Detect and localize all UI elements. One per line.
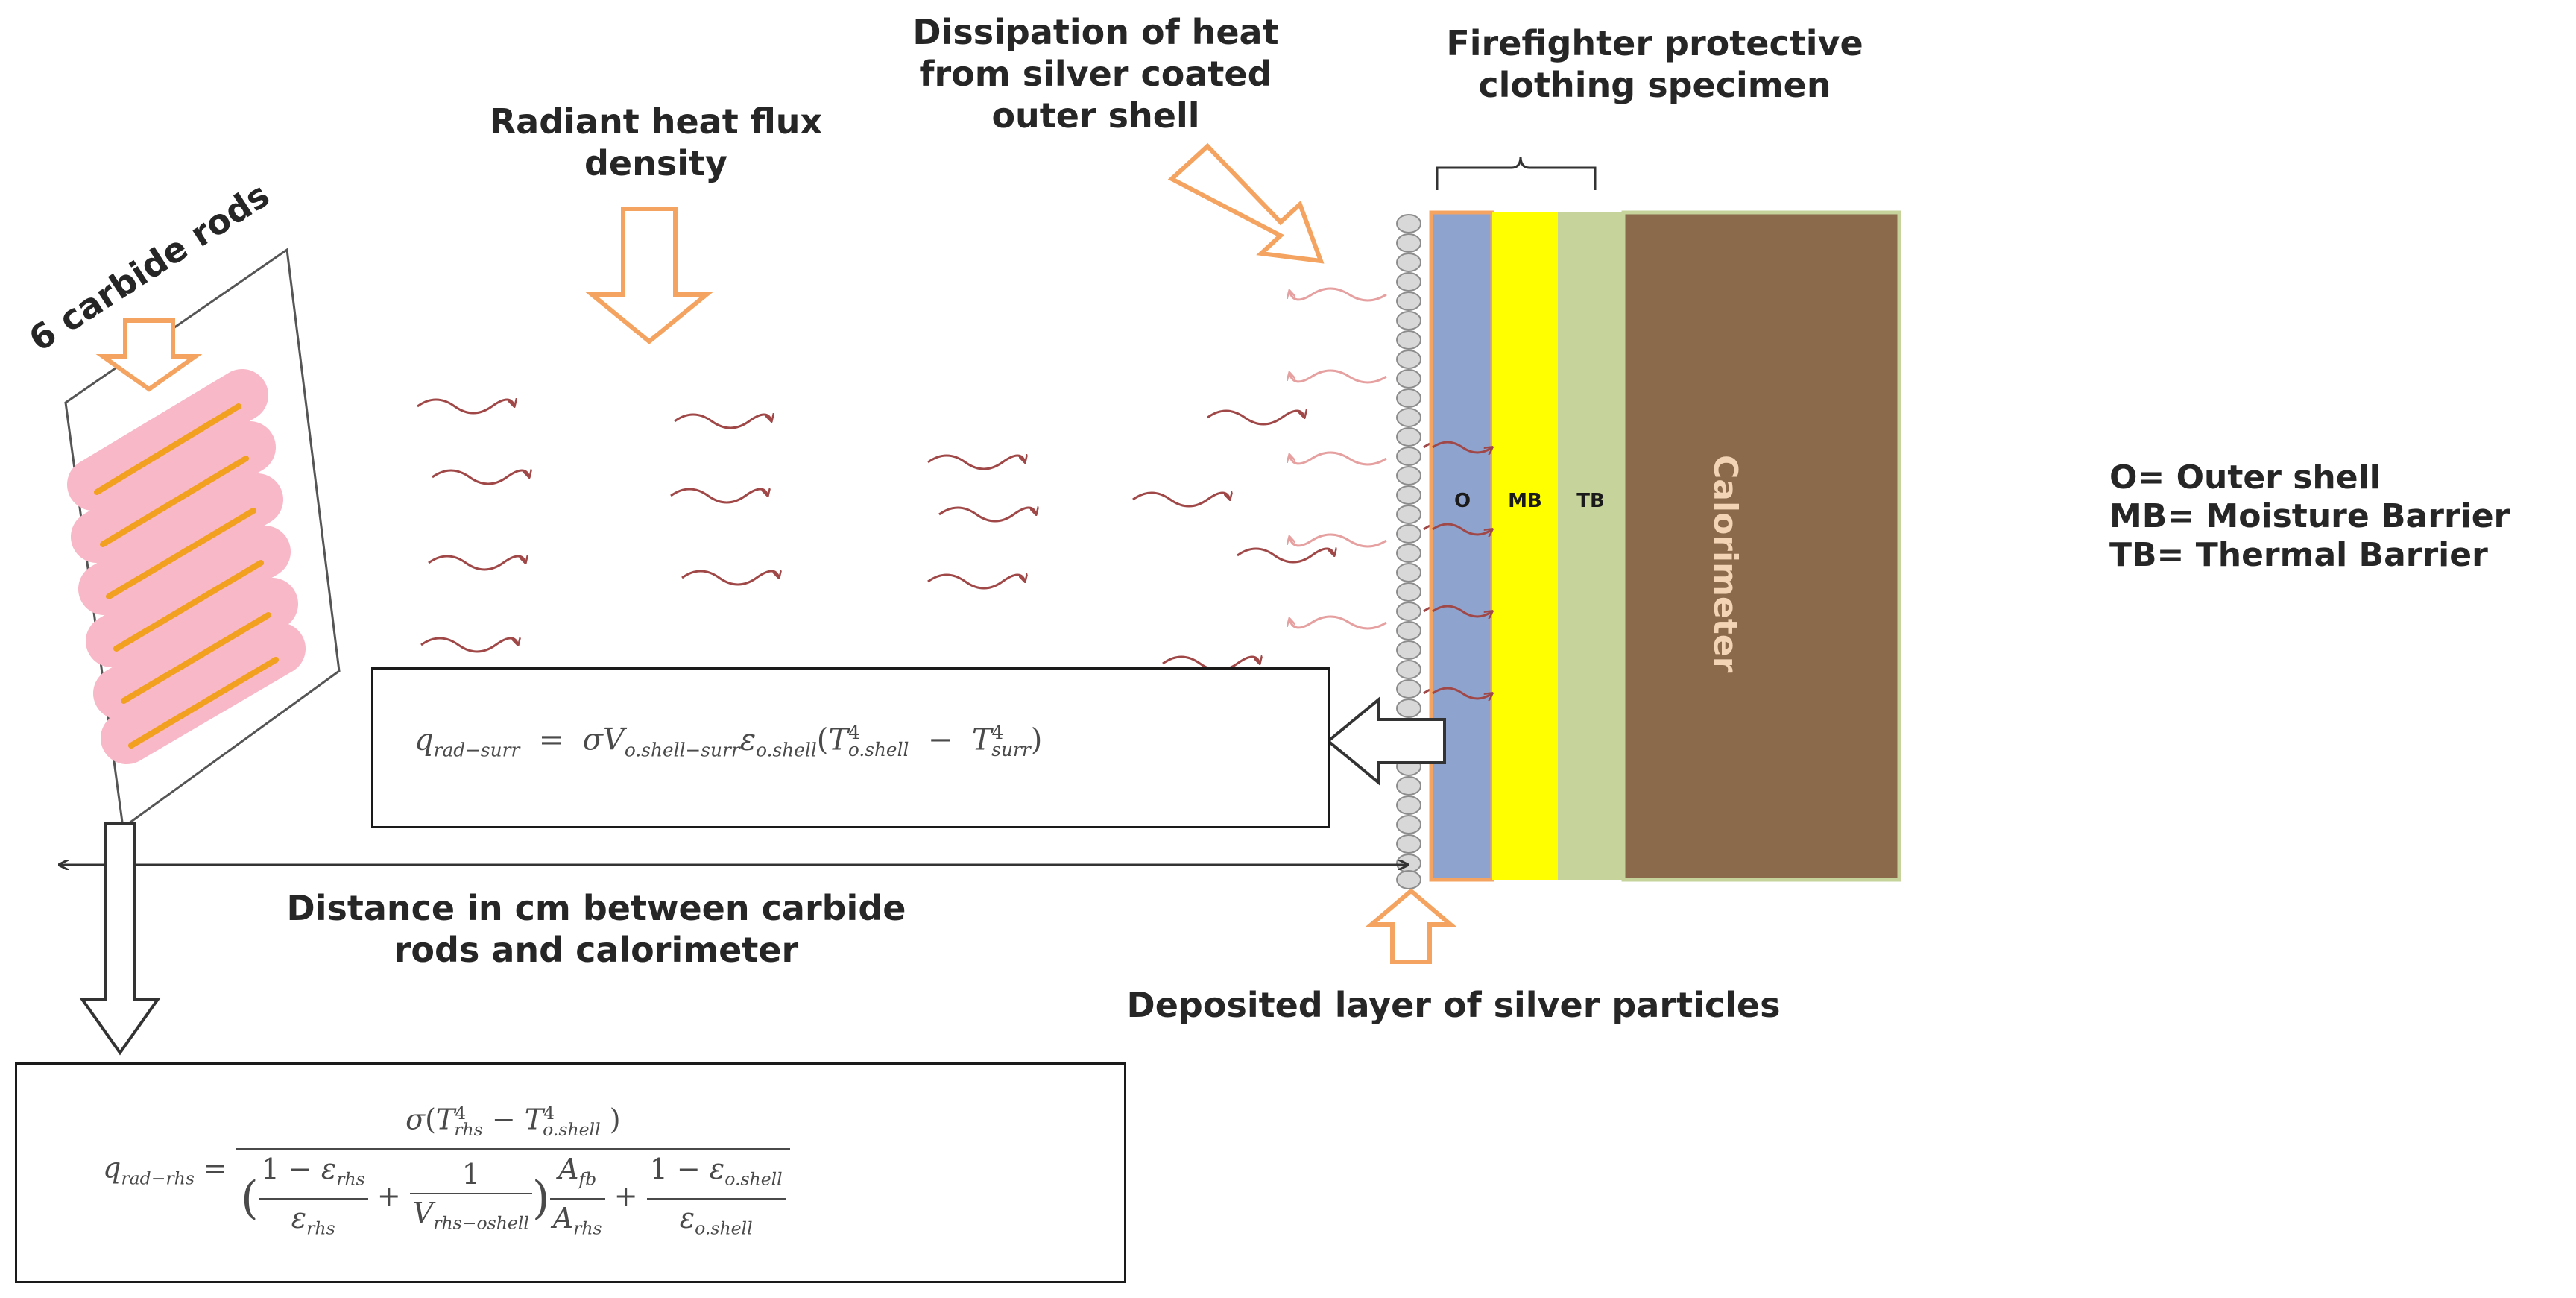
layer-flux-arrows (1432, 441, 1492, 699)
flux-arrow (674, 415, 771, 429)
carbide-rod (94, 403, 242, 495)
radiant-flux-label: Radiant heat flux density (489, 101, 823, 183)
flux-arrow (428, 556, 525, 571)
flux-arrow (681, 571, 779, 586)
legend-item-outer: O= Outer shell (2109, 459, 2381, 497)
carbide-rod (121, 612, 271, 704)
reflected-arrow (1289, 615, 1387, 630)
dissipation-label: Dissipation of heat from silver coated o… (912, 12, 1279, 136)
flux-arrow (938, 508, 1036, 523)
carbide-rod (113, 560, 264, 652)
carbide-rod (128, 657, 279, 749)
carbide-rod-panel (64, 248, 341, 830)
flux-arrow (432, 470, 529, 485)
layer-label-moisture: MB (1508, 490, 1542, 512)
rhs-equation: qrad−rhs = σ(T4rhs − T4o.shell ) (1 − εr… (103, 1094, 790, 1247)
calorimeter-label: Calorimeter (1706, 455, 1744, 673)
rhs-equation-arrow (79, 822, 161, 1056)
specimen-label: Firefighter protective clothing specimen (1446, 23, 1863, 105)
reflected-arrow (1289, 533, 1387, 548)
flux-arrow (670, 489, 768, 504)
silver-particle-layer (1396, 214, 1421, 889)
layer-label-thermal: TB (1576, 490, 1605, 512)
calorimeter-block (1621, 210, 1901, 882)
legend-item-moisture: MB= Moisture Barrier (2109, 497, 2510, 535)
layer-legend: O= Outer shell MB= Moisture Barrier TB= … (2109, 459, 2510, 575)
flux-arrow (1237, 549, 1334, 564)
rhs-equation-box: qrad−rhs = σ(T4rhs − T4o.shell ) (1 − εr… (15, 1062, 1126, 1283)
thermal-barrier-layer (1558, 212, 1623, 880)
flux-arrow (927, 456, 1025, 470)
outer-shell-layer (1429, 210, 1494, 882)
surr-equation-box: qrad−surr = σVo.shell−surrεo.shell(T4o.s… (371, 667, 1330, 828)
carbide-rods (94, 403, 279, 749)
moisture-barrier-layer (1492, 212, 1558, 880)
deposited-layer-label: Deposited layer of silver particles (1126, 985, 1781, 1025)
flux-arrow (417, 400, 514, 415)
dissipation-arrow (1167, 142, 1325, 264)
distance-label: Distance in cm between carbide rods and … (286, 888, 906, 970)
carbide-rods-glow (67, 369, 306, 764)
deposited-layer-arrow (1365, 888, 1457, 964)
reflected-arrow (1289, 287, 1387, 302)
carbide-rod (106, 508, 256, 599)
legend-item-thermal: TB= Thermal Barrier (2109, 536, 2488, 574)
specimen-bracket (1436, 156, 1597, 190)
surr-equation: qrad−surr = σVo.shell−surrεo.shell(T4o.s… (414, 722, 1043, 761)
reflected-arrow (1289, 369, 1387, 384)
flux-arrow (1132, 493, 1230, 508)
carbide-rod (100, 456, 249, 547)
surr-equation-arrow (1325, 696, 1446, 787)
layer-label-outer: O (1454, 490, 1471, 512)
flux-arrow (420, 638, 518, 653)
flux-arrow (927, 575, 1025, 590)
flux-arrow (1207, 411, 1304, 426)
dissipation-arrows (1289, 287, 1387, 630)
radiant-flux-arrow (585, 207, 713, 344)
reflected-arrow (1289, 451, 1387, 466)
rods-pointer-arrow (95, 318, 203, 392)
